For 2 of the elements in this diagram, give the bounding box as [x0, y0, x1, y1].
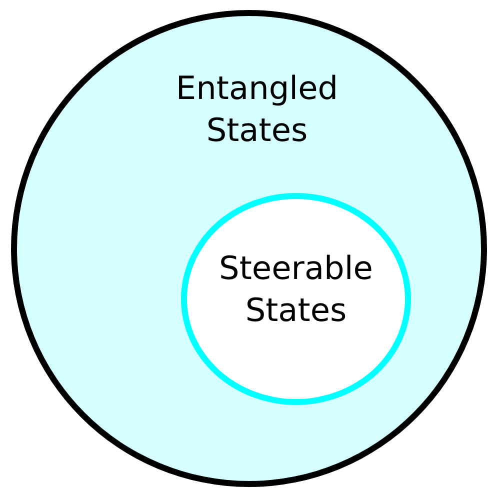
node-label: Entangled States	[174, 68, 340, 151]
node-label: Steerable States	[218, 248, 374, 331]
